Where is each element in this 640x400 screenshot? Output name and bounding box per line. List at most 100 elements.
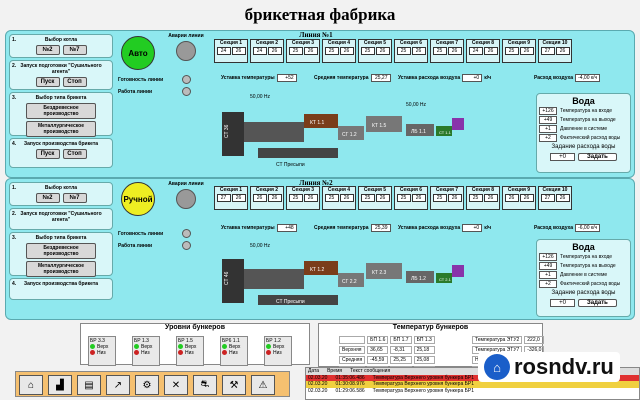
section-value: 26 — [483, 47, 498, 55]
nav-button-2-icon[interactable]: ▟ — [48, 375, 72, 395]
motor — [436, 126, 452, 136]
section-value: 24 — [468, 47, 483, 55]
work-label: Работа линии — [118, 89, 153, 95]
freq-2: 50,00 Hz — [406, 102, 427, 108]
boiler-2-button[interactable]: №2 — [35, 45, 60, 55]
mech-label-6: СТ Пресыпи — [276, 299, 305, 305]
column-header: БП 1.7 — [390, 336, 412, 344]
line-title: Линия №1 — [299, 31, 333, 39]
nav-button-6-icon[interactable]: ✕ — [164, 375, 188, 395]
conveyor — [244, 122, 304, 142]
bunker-name: БР 1.5 — [178, 338, 193, 344]
nav-button-4-icon[interactable]: ↗ — [106, 375, 130, 395]
type-button-2[interactable]: Металлургическое производство — [26, 261, 96, 277]
section-value: 24 — [216, 47, 231, 55]
section-value: 26 — [519, 47, 534, 55]
type-button-1[interactable]: Бездревесное производство — [26, 103, 96, 119]
temp-setpoint: Уставка температуры+52 — [221, 74, 297, 82]
bunker-bottom-label: Низ — [229, 350, 238, 356]
set-button[interactable]: Задать — [577, 299, 617, 307]
log-cell: 02.03.20 — [308, 381, 328, 387]
ready-lamp — [182, 75, 191, 84]
separator — [406, 271, 434, 283]
section-value: 26 — [555, 194, 570, 202]
start-button[interactable]: Пуск — [35, 77, 60, 87]
boiler-7-button[interactable]: №7 — [62, 45, 87, 55]
section-value: 26 — [252, 194, 267, 202]
mode-indicator[interactable]: Ручной — [121, 182, 155, 216]
mech-label-3: КТ 1.5 — [372, 123, 387, 129]
boiler-2-button[interactable]: №2 — [35, 193, 60, 203]
production-start: 4. Запуск производства брикета — [9, 278, 113, 300]
section-value: 25 — [360, 47, 375, 55]
bunker-bottom: Низ — [90, 350, 114, 356]
nav-button-5-icon[interactable]: ⚙ — [135, 375, 159, 395]
motor — [436, 273, 452, 283]
section-value: 25 — [288, 194, 303, 202]
mode-indicator[interactable]: Авто — [121, 36, 155, 70]
nav-button-7-icon[interactable]: ⛐ — [193, 375, 217, 395]
section-value: 27 — [540, 194, 555, 202]
bunker-bottom: Низ — [222, 350, 246, 356]
log-column-header: Текст сообщения — [350, 368, 391, 374]
section-value: 25 — [504, 47, 519, 55]
press — [366, 116, 402, 132]
section-value: 25 — [288, 47, 303, 55]
column-header — [339, 336, 366, 344]
dryer-drum — [222, 259, 244, 303]
table-cell: Средняя — [339, 356, 366, 364]
section-value: 26 — [231, 194, 246, 202]
bunker-top-label: Верх — [141, 344, 153, 350]
type-button-2[interactable]: Металлургическое производство — [26, 121, 96, 137]
boiler-7-button[interactable]: №7 — [62, 193, 87, 203]
set-button[interactable]: Задать — [577, 153, 617, 161]
water-setpoint[interactable]: +0 — [550, 153, 575, 161]
nav-button-1-icon[interactable]: ⌂ — [19, 375, 43, 395]
stop-button[interactable]: Стоп — [62, 149, 87, 159]
log-cell: 01:35:06.486 — [335, 374, 365, 381]
water-setpoint[interactable]: +0 — [550, 299, 575, 307]
dryer-drum — [222, 112, 244, 156]
freq-1: 50,00 Hz — [250, 94, 271, 100]
section-value: 26 — [519, 194, 534, 202]
mech-label-6: СТ Пресыпи — [276, 162, 305, 168]
bunker-bottom: Низ — [134, 350, 158, 356]
log-cell: Температура Верхнего уровня бункера БР1 — [372, 381, 475, 387]
section-value: 26 — [483, 194, 498, 202]
section-label: Секция 2 — [255, 187, 279, 193]
bunker-bottom-label: Низ — [97, 350, 106, 356]
stop-button[interactable]: Стоп — [62, 77, 87, 87]
mech-label-2: СГ 1.2 — [342, 132, 357, 138]
nav-button-9-icon[interactable]: ⚠ — [251, 375, 275, 395]
section-value: 26 — [267, 47, 282, 55]
bunker-top: Верх — [222, 344, 246, 350]
mechanism-diagram: СТ 46 КТ 1.2 СГ 2.2 КТ 2.3 ЛБ 1.2 СТ 2.1… — [222, 243, 464, 305]
start-button[interactable]: Пуск — [35, 149, 60, 159]
section-value: 26 — [267, 194, 282, 202]
table-cell: 25,08 — [413, 356, 435, 364]
nav-button-8-icon[interactable]: ⚒ — [222, 375, 246, 395]
bunker-name: БР 3.3 — [90, 338, 105, 344]
nav-button-3-icon[interactable]: ▤ — [77, 375, 101, 395]
type-button-1[interactable]: Бездревесное производство — [26, 243, 96, 259]
